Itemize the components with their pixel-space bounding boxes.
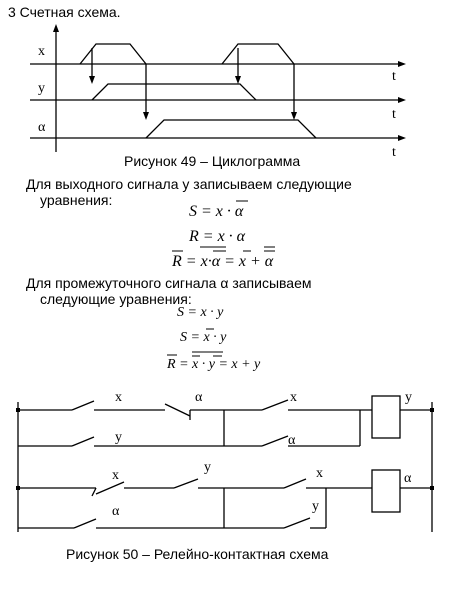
- contact-label: x: [316, 466, 323, 481]
- contact-label: x: [290, 390, 297, 405]
- equation-rbar-output: R = x·α = x + α: [171, 246, 275, 270]
- contact-label: α: [112, 504, 120, 519]
- signal-label-x: x: [38, 44, 45, 59]
- equation-r-output: R = x · α: [188, 228, 246, 245]
- arrow-down-icon: [89, 76, 95, 84]
- signal-alpha-pulse: [145, 119, 317, 139]
- axis-arrow-right-icon: [398, 61, 406, 67]
- svg-text:S = x · α: S = x · α: [189, 203, 244, 220]
- time-label: t: [392, 69, 396, 84]
- time-label: t: [392, 145, 396, 160]
- signal-x-pulse: [221, 43, 295, 65]
- axis-arrow-right-icon: [398, 97, 406, 103]
- cyclogram: x y α t t t: [30, 24, 406, 160]
- coil-label: y: [405, 390, 412, 405]
- contact-x-no: [71, 400, 95, 411]
- svg-text:R = x · y = x + y: R = x · y = x + y: [166, 357, 261, 372]
- contact-y-no: [173, 478, 199, 489]
- figure-caption-49: Рисунок 49 – Циклограмма: [124, 153, 300, 169]
- contact-label: x: [115, 390, 122, 405]
- paragraph-output-line1: Для выходного сигнала y записываем следу…: [26, 176, 352, 192]
- contact-alpha-no: [261, 435, 289, 447]
- contact-label: y: [204, 460, 211, 475]
- contact-x-nc: [95, 481, 125, 495]
- contact-label: x: [112, 468, 119, 483]
- equation-s-output: S = x · α: [189, 200, 248, 220]
- contact-label: α: [195, 390, 203, 405]
- contact-alpha-nc: [164, 403, 191, 417]
- paragraph-intermediate-line2: следующие уравнения:: [40, 291, 192, 307]
- contact-x-no: [261, 399, 289, 411]
- paragraph-intermediate-line1: Для промежуточного сигнала α записываем: [26, 275, 312, 291]
- axis-arrow-right-icon: [398, 135, 406, 141]
- negated-alpha: α: [235, 203, 244, 220]
- contact-alpha-no: [73, 518, 97, 529]
- signal-x-pulse: [79, 43, 147, 65]
- contact-y-no: [71, 436, 95, 447]
- signal-y-pulse: [91, 83, 257, 101]
- contact-y-no: [283, 517, 311, 529]
- equation-s2-intermediate: S = x · y: [180, 328, 227, 345]
- equation-r-intermediate: R = x · y = x + y: [166, 351, 261, 372]
- svg-text:R = x·α = x + α: R = x·α = x + α: [171, 253, 274, 270]
- arrow-down-icon: [235, 76, 241, 84]
- contact-label: y: [115, 430, 122, 445]
- coil-y: [371, 395, 401, 439]
- signal-label-alpha: α: [38, 120, 46, 135]
- section-heading: 3 Счетная схема.: [8, 4, 121, 20]
- contact-label: y: [312, 499, 319, 514]
- arrow-down-icon: [143, 112, 149, 120]
- signal-label-y: y: [38, 81, 45, 96]
- contact-x-no: [283, 478, 307, 489]
- arrow-down-icon: [291, 112, 297, 120]
- time-label: t: [392, 107, 396, 122]
- contact-x-nc-stop: [91, 487, 97, 497]
- relay-contact-scheme: x α x y y α x y x α: [16, 390, 434, 532]
- paragraph-output-line2: уравнения:: [40, 192, 112, 208]
- coil-label: α: [404, 471, 412, 486]
- contact-label: α: [288, 433, 296, 448]
- equation-s1-intermediate: S = x · y: [177, 305, 224, 320]
- svg-text:S = x · y: S = x · y: [180, 330, 227, 345]
- axis-arrow-up-icon: [53, 24, 59, 32]
- coil-alpha: [371, 469, 401, 513]
- figure-caption-50: Рисунок 50 – Релейно-контактная схема: [66, 546, 329, 562]
